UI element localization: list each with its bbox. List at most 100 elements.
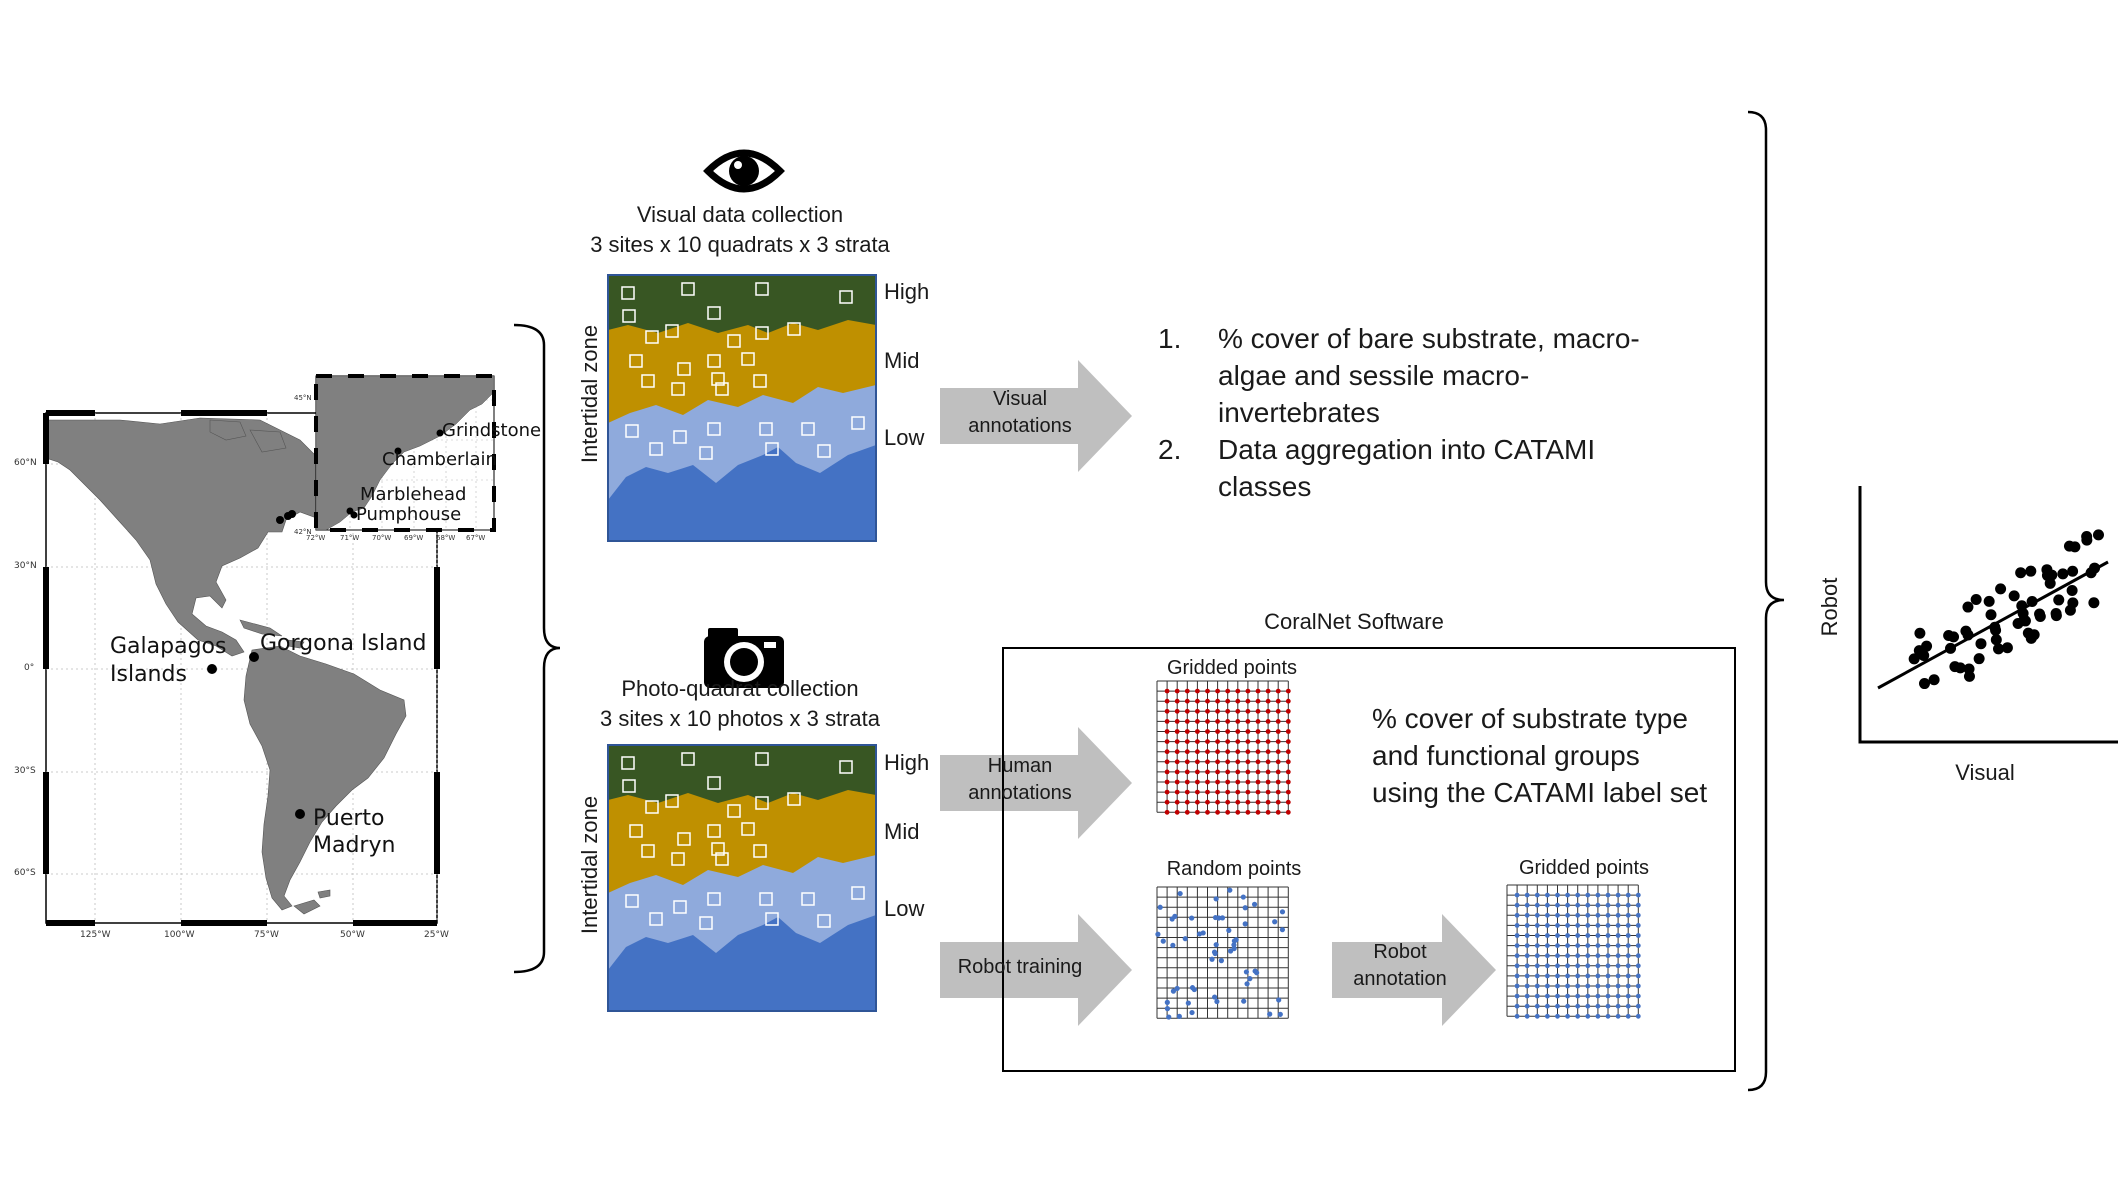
grid-point bbox=[1195, 779, 1200, 785]
grid-point bbox=[1605, 973, 1611, 979]
quadrat-square bbox=[851, 886, 865, 900]
grid-point bbox=[1184, 789, 1190, 795]
grid-point bbox=[1514, 1003, 1520, 1009]
photo-stratum-mid: Mid bbox=[884, 819, 920, 844]
inset-lon-tick: 69°W bbox=[404, 534, 424, 542]
grid-point bbox=[1215, 809, 1220, 815]
grid-point bbox=[1595, 892, 1601, 898]
grid-point bbox=[1514, 963, 1520, 969]
grid-point bbox=[1534, 923, 1540, 928]
grid-point bbox=[1615, 993, 1621, 999]
quadrat-square bbox=[707, 306, 721, 320]
grid-point bbox=[1605, 902, 1611, 908]
grid-point bbox=[1225, 769, 1231, 775]
quadrat-square bbox=[753, 374, 767, 388]
scatter-point bbox=[2025, 565, 2037, 577]
grid-point bbox=[1205, 799, 1210, 805]
grid-point bbox=[1524, 1013, 1530, 1019]
inset-lon-tick: 70°W bbox=[372, 534, 392, 542]
random-point bbox=[1279, 927, 1286, 933]
quadrat-square bbox=[851, 416, 865, 430]
grid-point bbox=[1575, 1003, 1581, 1009]
grid-point bbox=[1174, 809, 1180, 815]
grid-point bbox=[1255, 739, 1261, 744]
grid-point bbox=[1195, 759, 1200, 765]
grid-point bbox=[1215, 799, 1220, 805]
grid-point bbox=[1215, 698, 1220, 704]
list-item-2-line1: Data aggregation into CATAMI bbox=[1218, 434, 1596, 465]
inset-lat-tick: 42°N bbox=[294, 528, 312, 536]
grid-point bbox=[1174, 698, 1180, 704]
quadrat-square bbox=[755, 752, 769, 766]
grid-point bbox=[1555, 912, 1560, 918]
random-points-label: Random points bbox=[1166, 858, 1302, 880]
lon-tick: 50°W bbox=[340, 930, 365, 940]
quadrat-square bbox=[707, 892, 721, 906]
grid-point bbox=[1164, 729, 1170, 734]
grid-point bbox=[1514, 973, 1520, 979]
grid-point bbox=[1225, 729, 1231, 734]
grid-point bbox=[1585, 943, 1591, 948]
robot-training-label: Robot training bbox=[957, 956, 1083, 978]
quadrat-square bbox=[673, 900, 687, 914]
grid-point bbox=[1534, 902, 1540, 908]
place-puerto-madryn-line1: Puerto bbox=[313, 806, 385, 831]
grid-point bbox=[1184, 809, 1190, 815]
grid-point bbox=[1215, 779, 1220, 785]
grid-point bbox=[1205, 729, 1210, 734]
random-point bbox=[1189, 985, 1196, 991]
grid-point bbox=[1215, 769, 1220, 775]
grid-point bbox=[1635, 1003, 1641, 1009]
grid-point bbox=[1285, 769, 1291, 775]
list-item-1-line1: % cover of bare substrate, macro- bbox=[1218, 323, 1640, 354]
grid-point bbox=[1565, 993, 1570, 999]
scatter-point bbox=[1985, 609, 1997, 621]
grid-point bbox=[1205, 698, 1210, 704]
grid-point bbox=[1265, 729, 1271, 734]
scatter-point bbox=[2053, 594, 2065, 606]
random-point bbox=[1172, 913, 1178, 919]
grid-point bbox=[1195, 698, 1200, 704]
grid-point bbox=[1195, 809, 1200, 815]
grid-point bbox=[1205, 789, 1210, 795]
place-galapagos-line2: Islands bbox=[110, 662, 187, 687]
random-point bbox=[1166, 1014, 1172, 1020]
grid-point bbox=[1605, 1003, 1611, 1009]
grid-point bbox=[1285, 708, 1291, 714]
scatter-point bbox=[2064, 604, 2076, 616]
quadrat-square bbox=[665, 794, 679, 808]
grid-point bbox=[1164, 749, 1170, 755]
scatter-xlabel: Visual bbox=[1955, 760, 2015, 785]
grid-point bbox=[1565, 892, 1570, 898]
random-point bbox=[1277, 1011, 1283, 1017]
lat-tick: 60°S bbox=[14, 868, 36, 878]
grid-point bbox=[1195, 719, 1200, 724]
grid-point bbox=[1534, 892, 1540, 898]
scatter-point bbox=[2008, 590, 2020, 602]
robot-training-arrow bbox=[940, 914, 1132, 1026]
grid-point bbox=[1275, 688, 1281, 694]
grid-point bbox=[1635, 933, 1641, 938]
scatter-point bbox=[2092, 529, 2104, 541]
grid-point bbox=[1235, 779, 1241, 785]
robot-annotation-label-line1: Robot bbox=[1373, 941, 1427, 963]
scatter-point bbox=[1928, 674, 1940, 686]
grid-point bbox=[1565, 953, 1570, 959]
grid-point bbox=[1195, 789, 1200, 795]
quadrat-square bbox=[645, 330, 659, 344]
grid-point bbox=[1275, 739, 1281, 744]
grid-point bbox=[1235, 799, 1241, 805]
quadrat-square bbox=[665, 324, 679, 338]
grid-point bbox=[1184, 739, 1190, 744]
quadrat-frame bbox=[607, 744, 877, 1012]
grid-point bbox=[1285, 799, 1291, 805]
grid-point bbox=[1625, 1003, 1631, 1009]
random-point bbox=[1231, 942, 1237, 948]
grid-point bbox=[1164, 688, 1170, 694]
grid-point bbox=[1534, 1003, 1540, 1009]
quadrat-square bbox=[641, 844, 655, 858]
random-point bbox=[1211, 949, 1218, 955]
grid-point bbox=[1195, 739, 1200, 744]
random-point bbox=[1233, 937, 1239, 943]
